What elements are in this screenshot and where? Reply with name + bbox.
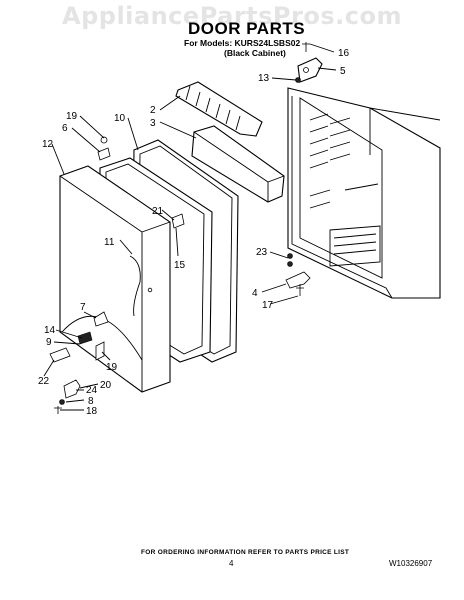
page-number: 4 [229,559,234,568]
model-subtitle: For Models: KURS24LSBS02 [184,38,301,48]
callout-8: 8 [88,396,94,407]
callout-11: 11 [104,237,115,248]
cabinet-subtitle: (Black Cabinet) [224,48,286,58]
door-shelf [191,125,285,203]
callout-14: 14 [44,325,56,336]
callout-16: 16 [338,48,350,59]
footer-note: FOR ORDERING INFORMATION REFER TO PARTS … [141,549,350,556]
ice-tray [175,81,263,137]
callout-19-bottom: 19 [106,362,118,373]
bottom-hinge [49,311,109,414]
callout-7: 7 [80,302,86,313]
callout-21: 21 [152,206,164,217]
cabinet [287,87,441,299]
callout-17: 17 [262,300,274,311]
callout-20: 20 [100,380,112,391]
callout-22: 22 [38,376,50,387]
callout-10: 10 [114,113,126,124]
document-code: W10326907 [389,559,433,568]
side-hinge [285,253,311,296]
callout-4: 4 [252,288,258,299]
callout-6: 6 [62,123,68,134]
callout-3: 3 [150,118,156,129]
page-title: DOOR PARTS [188,19,306,38]
callout-13: 13 [258,73,270,84]
callout-15: 15 [174,260,186,271]
watermark: AppliancePartsPros.com [62,2,402,30]
callout-12: 12 [42,139,54,150]
callout-19-top: 19 [66,111,78,122]
callout-18: 18 [86,406,98,417]
top-hinge [295,42,323,83]
callout-2: 2 [150,105,156,116]
callout-5: 5 [340,66,346,77]
top-door-hardware [97,136,185,229]
callout-9: 9 [46,337,52,348]
callout-23: 23 [256,247,268,258]
callout-24: 24 [86,385,98,396]
leader-lines [43,43,337,411]
callout-labels: 16 5 13 2 3 19 10 6 12 21 11 15 23 4 17 … [38,48,350,417]
